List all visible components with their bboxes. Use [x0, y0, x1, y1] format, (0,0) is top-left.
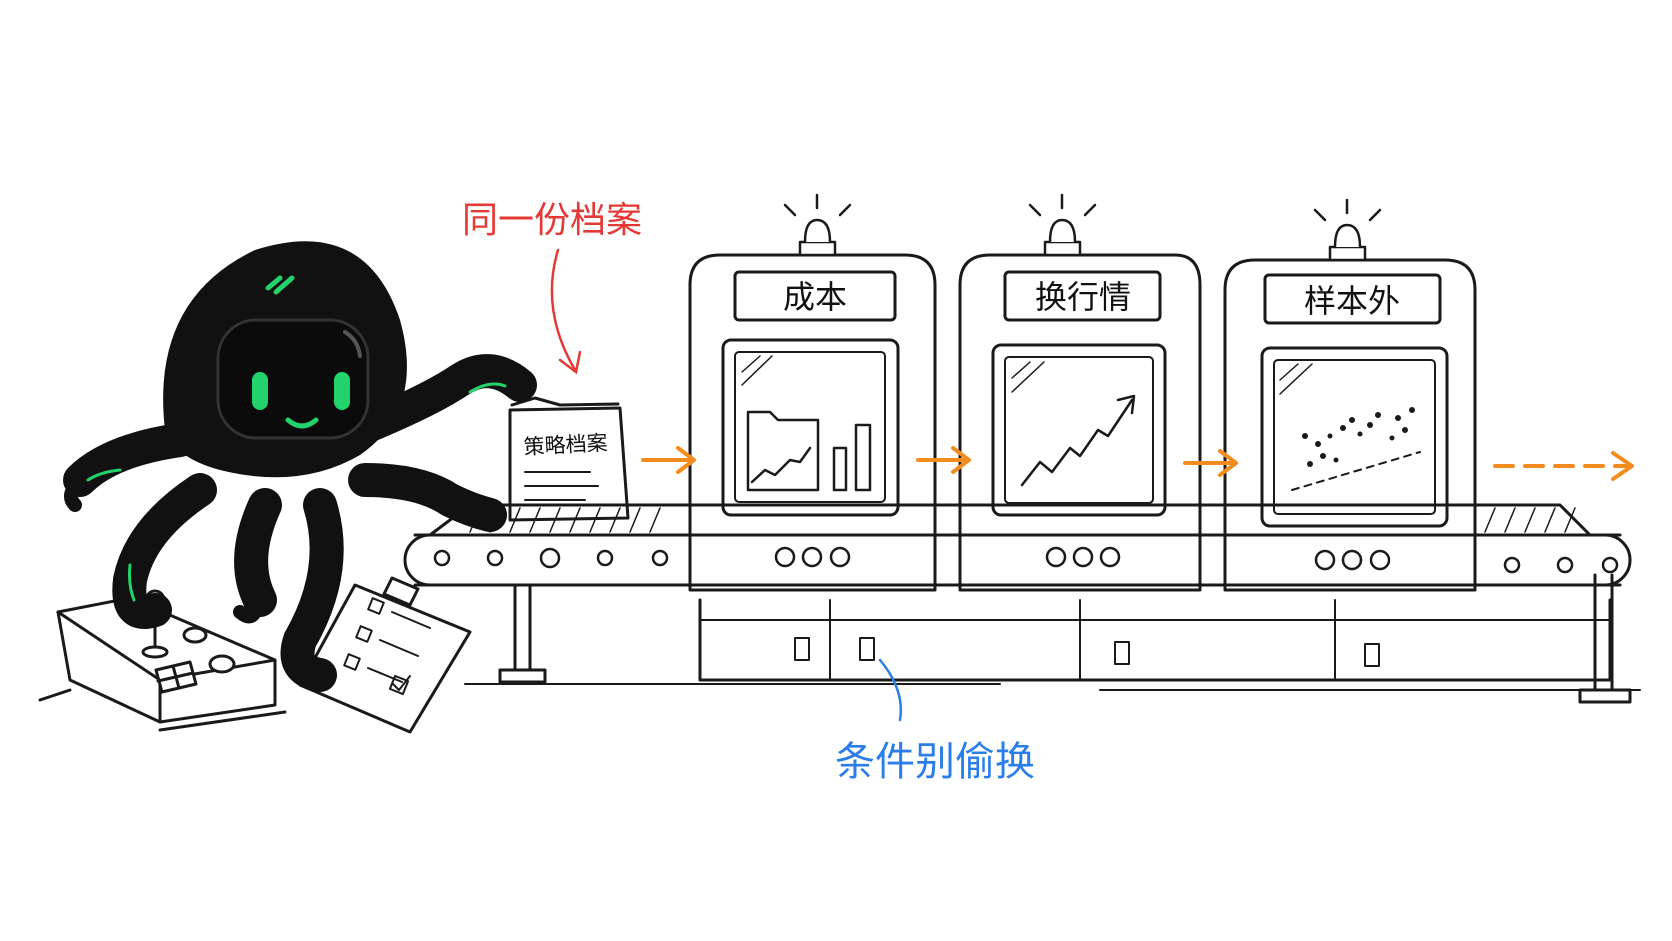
octopus-mascot-icon	[63, 241, 537, 692]
annotation-same-file: 同一份档案	[462, 200, 642, 241]
machine-switch-market	[958, 253, 1202, 592]
machine-label-switch-market: 换行情	[1035, 278, 1131, 316]
machine-label-out-of-sample: 样本外	[1304, 282, 1400, 320]
screen-chart-cost	[746, 410, 872, 492]
alarm-light-icon	[783, 193, 852, 257]
flow-arrow-icon	[1183, 449, 1238, 477]
screen-chart-rising	[1020, 394, 1136, 487]
machine-cost	[688, 253, 937, 592]
document-label: 策略档案	[523, 431, 608, 459]
flow-arrow-icon	[916, 446, 971, 474]
clipboard-checklist-icon	[298, 576, 472, 734]
annotation-no-condition-swap: 条件别偷换	[835, 739, 1035, 785]
machine-out-of-sample	[1223, 258, 1477, 592]
flow-arrow-dashed-icon	[1493, 451, 1634, 481]
flow-arrow-icon	[641, 446, 696, 474]
alarm-light-icon	[1313, 198, 1382, 262]
machine-label-cost: 成本	[783, 278, 847, 316]
annotation-line-blue	[878, 658, 902, 722]
screen-chart-scatter	[1291, 407, 1421, 491]
conveyor-belt	[403, 503, 1641, 704]
annotation-arrow-red	[550, 248, 582, 375]
alarm-light-icon	[1028, 193, 1097, 257]
